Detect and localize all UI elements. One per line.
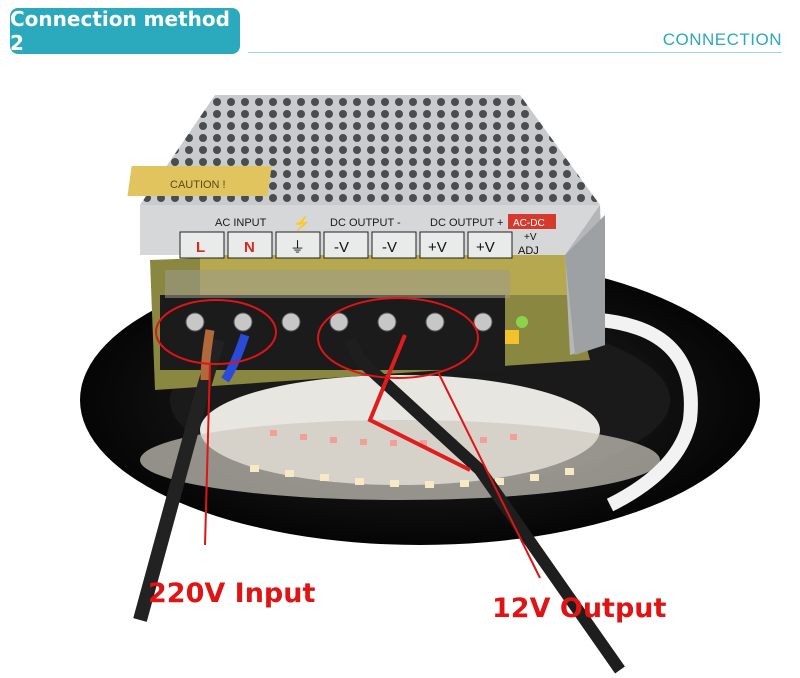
ac-dc-badge: AC-DC (513, 218, 545, 229)
input-cable (133, 329, 250, 622)
warning-bolt-icon: ⚡ (293, 215, 310, 232)
caution-label: CAUTION ! (170, 179, 226, 191)
dc-output-minus-label: DC OUTPUT - (330, 217, 401, 229)
terminal-label-l: L (196, 239, 205, 256)
adj-label: ADJ (518, 245, 539, 257)
header-title: Connection method 2 (10, 7, 240, 55)
terminal-label-neg-v-2: -V (382, 239, 397, 256)
dc-output-plus-label: DC OUTPUT + (430, 217, 503, 229)
output-voltage-label: 12V Output (492, 593, 667, 624)
ac-input-label: AC INPUT (215, 217, 267, 229)
terminal-label-pos-v-2: +V (476, 239, 495, 256)
terminal-label-n: N (244, 239, 255, 256)
power-supply: CAUTION ! AC INPUT DC OUTPUT - DC OUTPUT… (127, 95, 605, 390)
callout-markers (155, 297, 541, 579)
terminal-label-neg-v-1: -V (334, 239, 349, 256)
product-photo: CAUTION ! AC INPUT DC OUTPUT - DC OUTPUT… (80, 95, 760, 674)
input-voltage-label: 220V Input (148, 578, 316, 609)
output-cable (344, 334, 625, 674)
header-divider (248, 52, 782, 53)
adj-top-label: +V (524, 232, 537, 243)
terminal-label-pos-v-1: +V (428, 239, 447, 256)
ground-icon: ⏚ (290, 239, 305, 256)
section-label: CONNECTION (662, 30, 782, 49)
